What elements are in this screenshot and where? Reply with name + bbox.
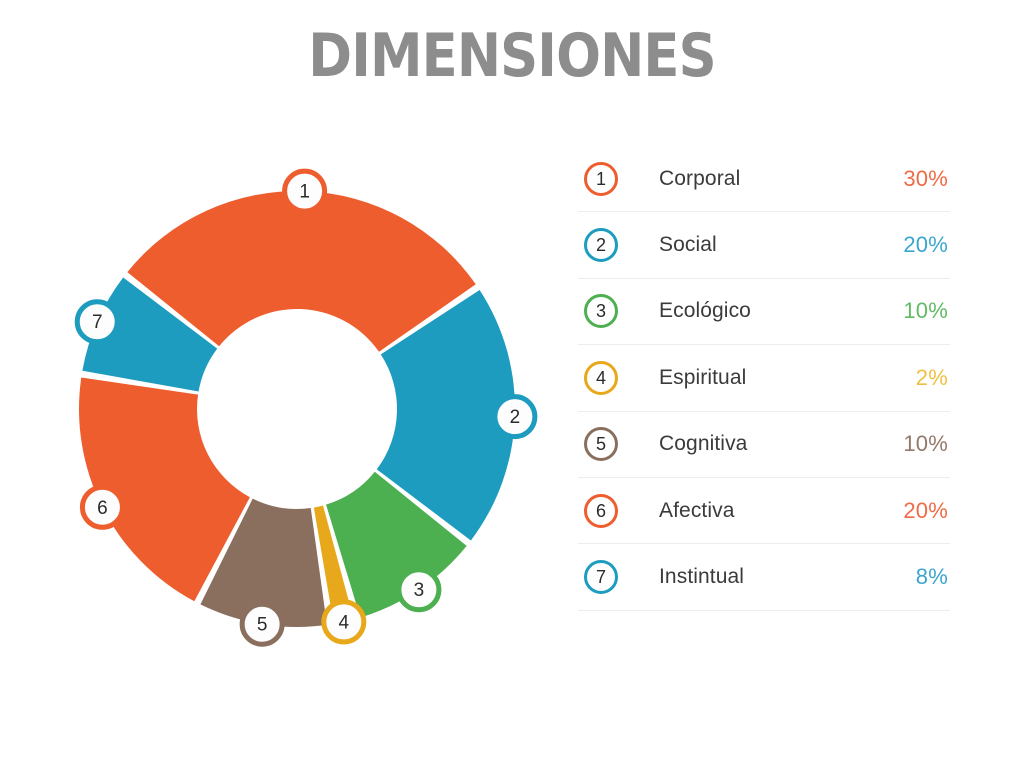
donut-slice-markers: 1 2 3 4 5 6 7 xyxy=(74,168,538,647)
legend-marker-7: 7 xyxy=(584,560,618,595)
slice-marker-ring xyxy=(396,567,442,613)
donut-chart: 1 2 3 4 5 6 7 xyxy=(56,168,542,654)
slice-marker-ring xyxy=(239,601,285,647)
legend-label: Cognitiva xyxy=(659,432,748,456)
legend-label: Ecológico xyxy=(659,299,751,323)
slice-marker-7[interactable]: 7 xyxy=(74,299,120,345)
slice-marker-label: 1 xyxy=(299,182,310,203)
slice-marker-label: 3 xyxy=(414,580,425,601)
legend-value: 30% xyxy=(903,165,948,191)
slice-marker-ring xyxy=(79,484,125,530)
legend-label: Corporal xyxy=(659,166,741,190)
slice-marker-label: 7 xyxy=(92,312,103,333)
slice-marker-4[interactable]: 4 xyxy=(321,599,367,645)
legend-marker-4: 4 xyxy=(584,360,618,395)
donut-slice[interactable] xyxy=(127,190,476,352)
legend-row[interactable]: 3 Ecológico 10% xyxy=(578,279,950,346)
legend-label: Instintual xyxy=(659,565,745,589)
legend-marker-number: 4 xyxy=(595,367,606,388)
legend-marker-1: 1 xyxy=(584,161,618,196)
page-title: DIMENSIONES xyxy=(308,21,716,91)
legend-label: Afectiva xyxy=(659,498,735,522)
legend-row[interactable]: 1 Corporal 30% xyxy=(578,146,950,213)
legend-marker-6: 6 xyxy=(584,493,618,528)
donut-slice[interactable] xyxy=(82,277,218,392)
legend-marker-3: 3 xyxy=(584,294,618,329)
legend-value: 10% xyxy=(903,431,948,457)
slice-marker-label: 2 xyxy=(510,407,521,428)
legend-value: 20% xyxy=(903,232,948,258)
legend-value: 2% xyxy=(915,364,948,390)
slice-marker-label: 4 xyxy=(339,612,350,633)
legend-marker-number: 5 xyxy=(595,434,606,455)
donut-slice[interactable] xyxy=(313,505,354,624)
legend-marker-number: 1 xyxy=(595,168,606,189)
slice-marker-label: 5 xyxy=(257,615,268,636)
slice-marker-1[interactable]: 1 xyxy=(282,168,328,214)
legend-value: 8% xyxy=(915,564,948,590)
slice-marker-5[interactable]: 5 xyxy=(239,601,285,647)
legend-marker-2: 2 xyxy=(584,228,618,263)
legend-row[interactable]: 2 Social 20% xyxy=(578,212,950,279)
legend-marker-number: 7 xyxy=(595,567,606,588)
slice-marker-2[interactable]: 2 xyxy=(492,394,538,440)
donut-slice[interactable] xyxy=(376,289,515,541)
donut-slices xyxy=(78,190,515,627)
legend-value: 20% xyxy=(903,497,948,523)
legend-label: Social xyxy=(659,233,717,257)
legend-row[interactable]: 6 Afectiva 20% xyxy=(578,478,950,545)
legend-marker-number: 6 xyxy=(595,500,606,521)
legend-value: 10% xyxy=(903,298,948,324)
legend-row[interactable]: 4 Espiritual 2% xyxy=(578,345,950,412)
donut-slice[interactable] xyxy=(326,471,467,618)
legend-marker-number: 3 xyxy=(595,301,606,322)
legend-marker-number: 2 xyxy=(595,235,606,256)
slice-marker-ring xyxy=(282,168,328,214)
legend-row[interactable]: 7 Instintual 8% xyxy=(578,544,950,611)
donut-slice[interactable] xyxy=(78,377,250,602)
donut-chart-svg: 1 2 3 4 5 6 7 xyxy=(74,168,538,647)
slice-marker-ring xyxy=(321,599,367,645)
slice-marker-label: 6 xyxy=(97,498,108,519)
donut-slice[interactable] xyxy=(200,498,327,627)
legend-label: Espiritual xyxy=(659,365,747,389)
slice-marker-ring xyxy=(492,394,538,440)
legend-row[interactable]: 5 Cognitiva 10% xyxy=(578,412,950,478)
slice-marker-ring xyxy=(74,299,120,345)
legend-marker-5: 5 xyxy=(584,427,618,462)
slice-marker-3[interactable]: 3 xyxy=(396,567,442,613)
legend: 1 Corporal 30% 2 Social 20% 3 Ecológico 10% 4 Espi… xyxy=(578,146,950,611)
slice-marker-6[interactable]: 6 xyxy=(79,484,125,530)
